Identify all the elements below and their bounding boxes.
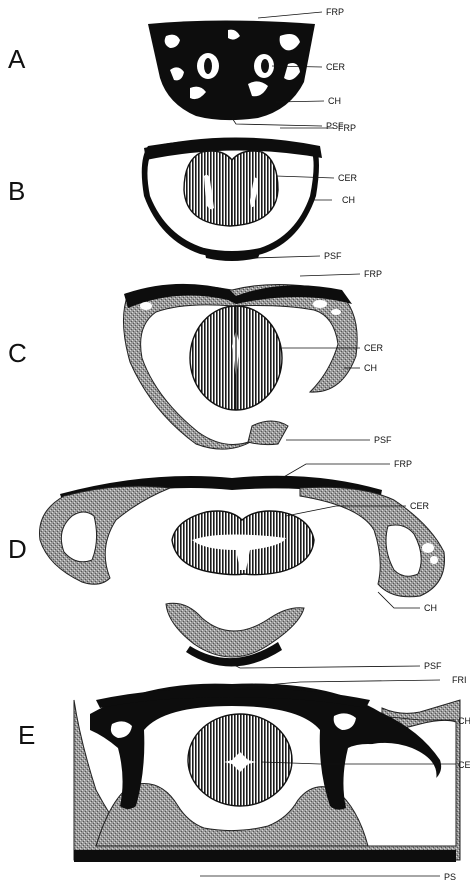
leader-line	[282, 464, 390, 478]
label-psf: PSF	[424, 661, 442, 671]
panel-letter: B	[8, 176, 25, 206]
panel-letter: D	[8, 534, 27, 564]
label-cer: CER	[364, 343, 384, 353]
psf-bone	[248, 421, 288, 445]
label-frp: FRP	[364, 269, 382, 279]
psf-crescent	[166, 603, 304, 657]
label-psf: PS	[444, 872, 456, 882]
panel-letter: C	[8, 338, 27, 368]
leader-line	[252, 256, 320, 258]
leader-line	[232, 664, 420, 668]
label-frp: FRP	[338, 123, 356, 133]
panel-letter: A	[8, 44, 26, 74]
psf-bar	[74, 850, 456, 862]
panel-b: B FRP CER CH PSF	[8, 123, 358, 261]
frp-plate	[144, 137, 322, 160]
panel-e: E FRI CH CE PS	[18, 675, 470, 882]
cavity	[422, 543, 434, 553]
label-ch: CH	[364, 363, 377, 373]
leader-line	[276, 176, 334, 178]
label-frp: FRP	[394, 459, 412, 469]
label-cer: CER	[410, 501, 430, 511]
cer-core	[261, 59, 269, 73]
label-ch: CH	[458, 716, 470, 726]
label-psf: PSF	[324, 251, 342, 261]
leader-line	[258, 12, 322, 18]
panel-letter: E	[18, 720, 35, 750]
label-ch: CH	[424, 603, 437, 613]
label-cer: CE	[458, 760, 470, 770]
panel-c: C FRP CER CH PSF	[8, 269, 392, 449]
cavity	[313, 300, 327, 308]
cavity	[430, 556, 438, 564]
panel-a: A FRP CER CH PSF	[8, 7, 346, 131]
panel-d: D FRP CER CH PSF	[8, 459, 445, 671]
label-ch: CH	[342, 195, 355, 205]
label-frp: FRI	[452, 675, 467, 685]
cavity	[331, 309, 341, 315]
label-cer: CER	[338, 173, 358, 183]
label-cer: CER	[326, 62, 346, 72]
label-frp: FRP	[326, 7, 344, 17]
cer-core	[204, 58, 212, 74]
label-ch: CH	[328, 96, 341, 106]
brain-b	[184, 151, 278, 226]
leader-line	[300, 274, 360, 276]
label-psf: PSF	[374, 435, 392, 445]
cavity	[140, 302, 152, 310]
lobe-left	[40, 486, 171, 584]
